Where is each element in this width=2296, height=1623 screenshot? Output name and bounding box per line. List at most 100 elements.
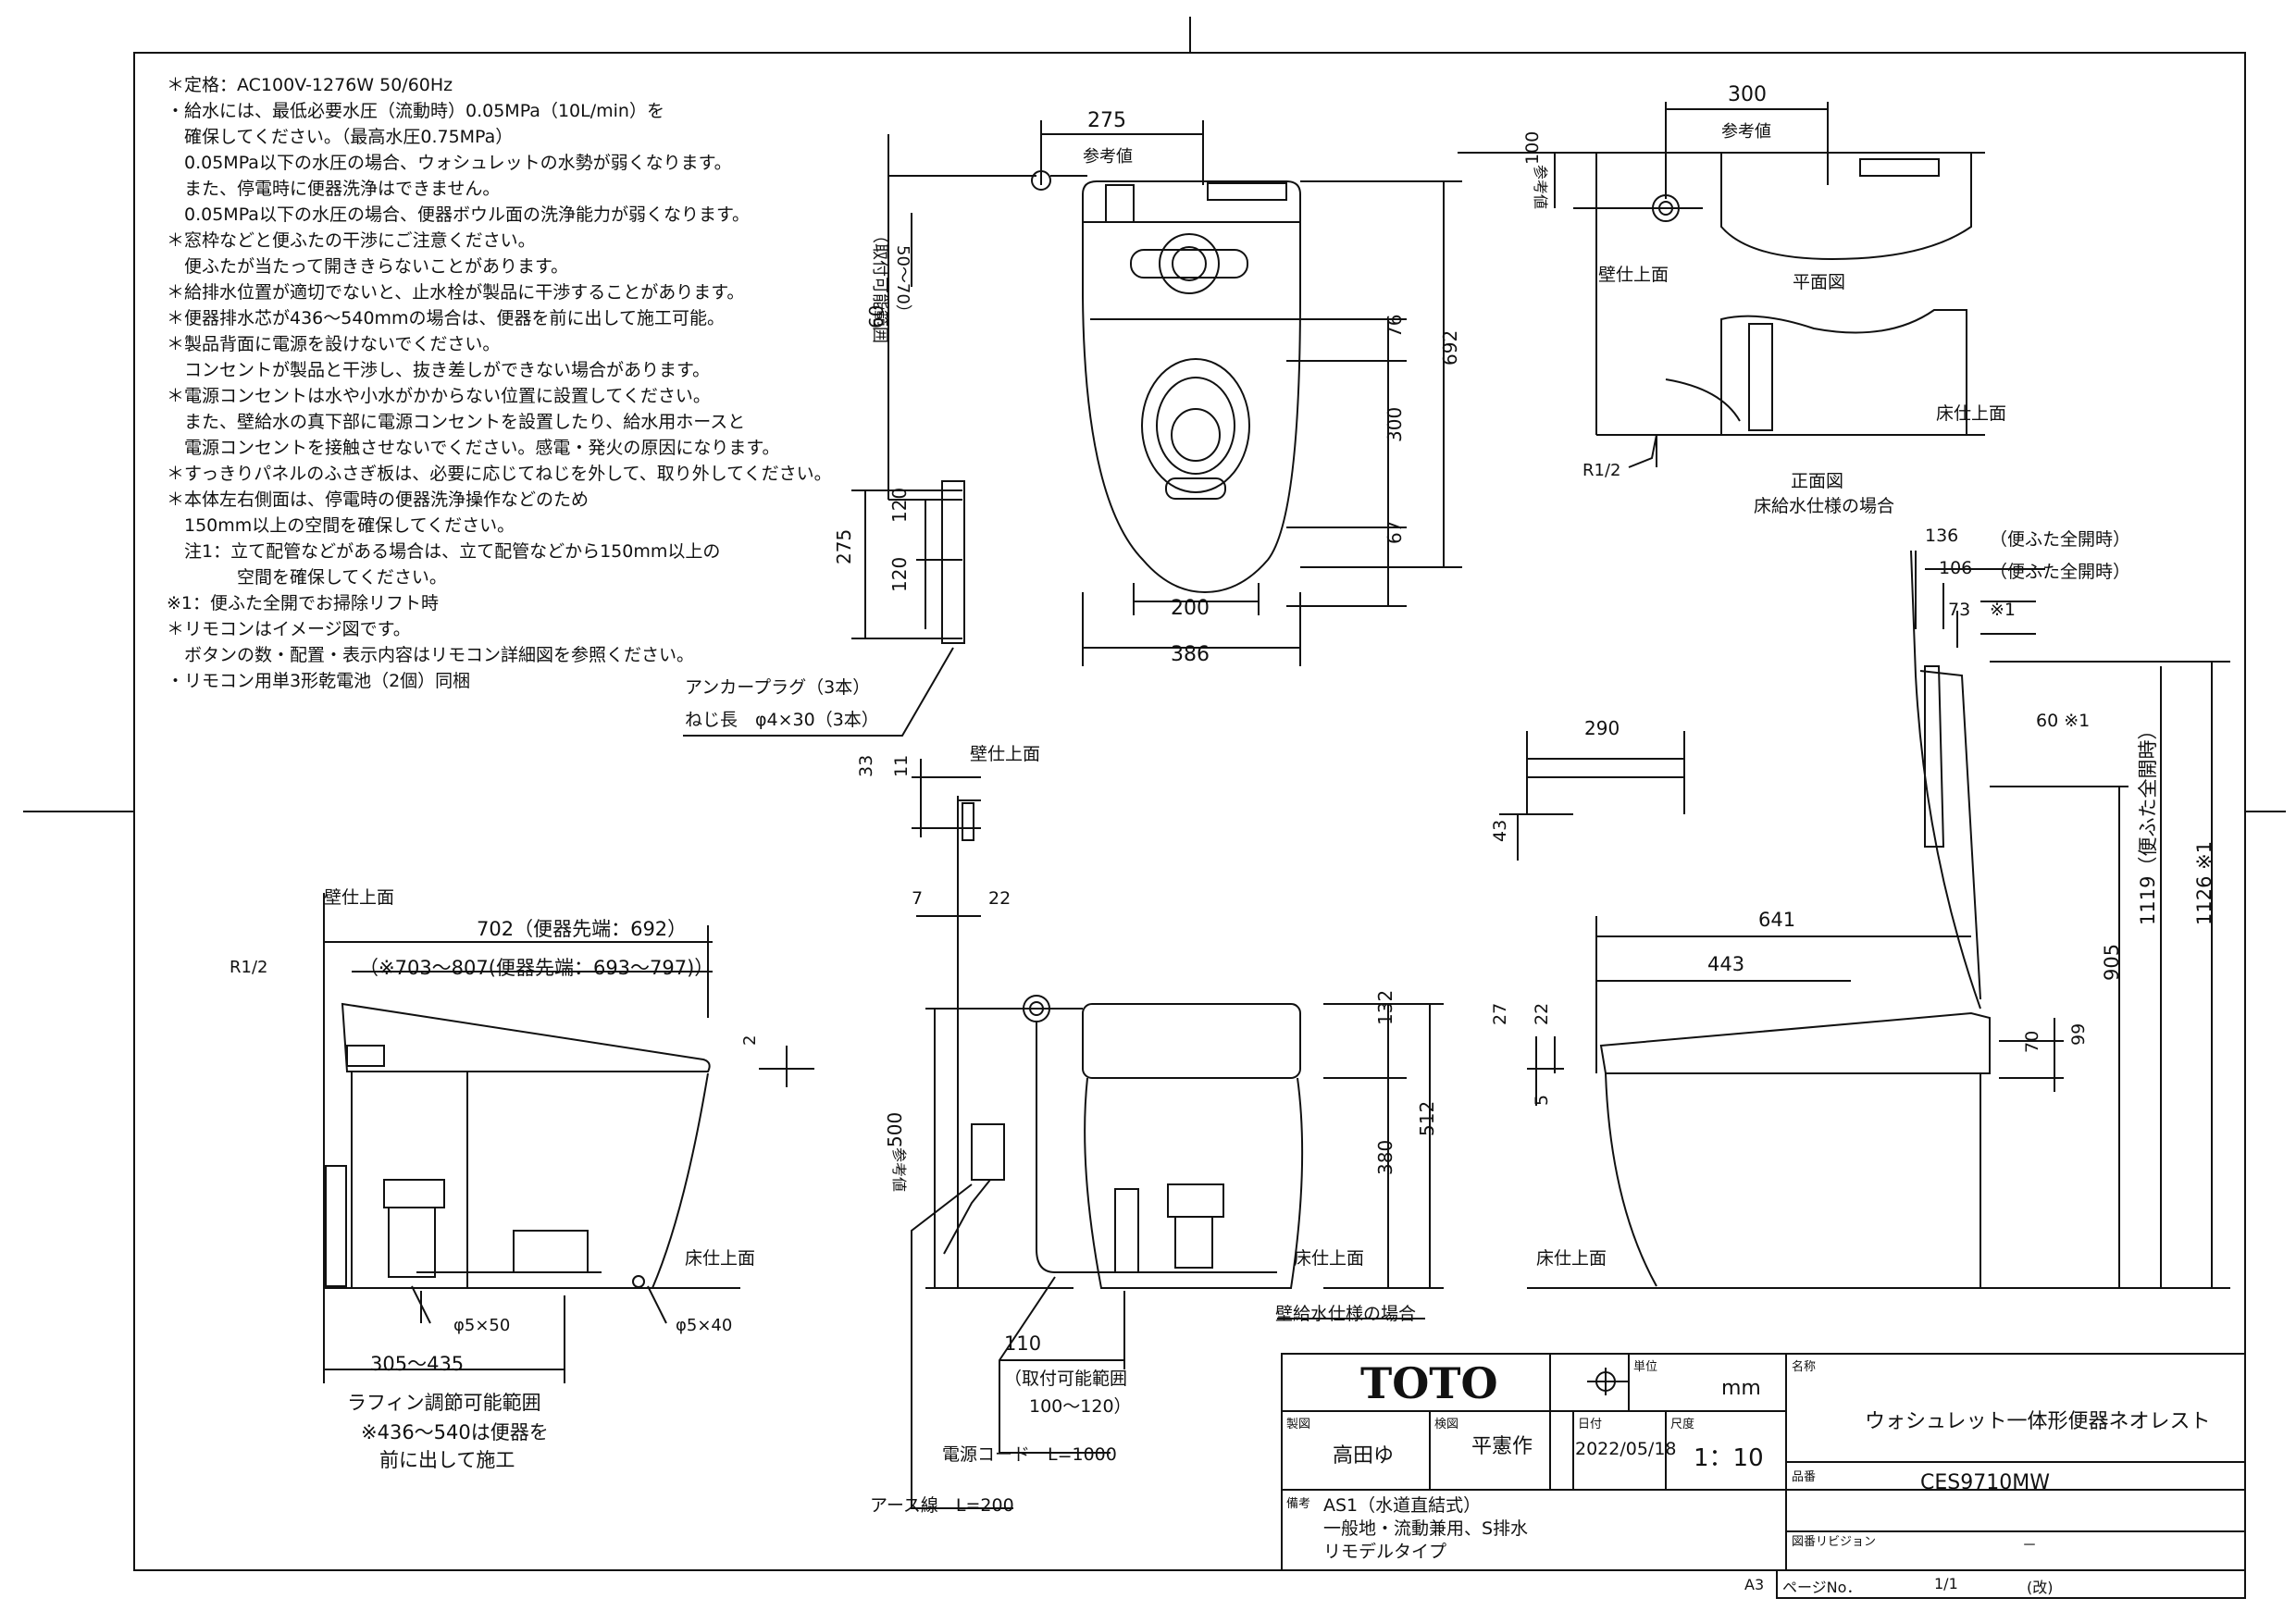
note-line: ＊定格：AC100V-1276W 50/60Hz — [167, 75, 453, 95]
dim-rough-a: ラフィン調節可能範囲 — [347, 1392, 541, 1414]
dim-floor-finish-right: 床仕上面 — [1536, 1248, 1607, 1269]
dim-d120-a: 120 — [888, 487, 911, 523]
tb-version: (改) — [2027, 1579, 2054, 1596]
dim-wall-finish-left: 壁仕上面 — [324, 887, 395, 908]
note-line: 0.05MPa以下の水圧の場合、便器ボウル面の洗浄能力が弱くなります。 — [167, 204, 751, 225]
note-line: また、停電時に便器洗浄はできません。 — [167, 179, 501, 199]
plan-view — [1458, 102, 1985, 468]
dim-d22-right: 22 — [1532, 1002, 1552, 1025]
note-line: 空間を確保してください。 — [167, 567, 447, 588]
dim-rough-b: ※436～540は便器を — [361, 1421, 549, 1443]
dim-d443: 443 — [1707, 953, 1745, 975]
note-line: 便ふたが当たって開ききらないことがあります。 — [167, 256, 569, 277]
dim-power-cord: 電源コード L=1000 — [942, 1444, 1117, 1465]
dim-floor-finish-front: 床仕上面 — [1936, 403, 2007, 424]
dim-d300-top: 300 — [1728, 83, 1767, 106]
dim-d99: 99 — [2068, 1022, 2089, 1046]
tb-date-label: 日付 — [1578, 1418, 1603, 1431]
note-line: ＊給排水位置が適切でないと、止水栓が製品に干渉することがあります。 — [167, 282, 745, 303]
tb-date: 2022/05/18 — [1575, 1439, 1677, 1459]
tb-revision-label: 図番リビジョン — [1792, 1535, 1877, 1549]
note-line: 電源コンセントを接触させないでください。感電・発火の原因になります。 — [167, 438, 780, 458]
dim-phi5x40: φ5×40 — [676, 1316, 733, 1335]
dim-d380: 380 — [1374, 1139, 1396, 1175]
dim-wall-supply: 壁給水仕様の場合 — [1275, 1304, 1417, 1324]
dim-d692: 692 — [1439, 329, 1461, 365]
tb-drafter: 高田ゆ — [1333, 1444, 1395, 1468]
dim-d305: 305～435 — [370, 1353, 465, 1375]
dim-ref-value: 参考値 — [1083, 147, 1133, 167]
tb-scale: 1：10 — [1694, 1444, 1764, 1472]
dim-plan-view: 平面図 — [1793, 272, 1846, 292]
dim-d641: 641 — [1758, 909, 1796, 931]
tb-remark-1: AS1（水道直結式） — [1323, 1495, 1482, 1516]
dim-d703: （※703～807(便器先端：693～797)） — [359, 957, 714, 979]
top-view — [683, 120, 1462, 737]
lift-side-view — [1499, 550, 2230, 1289]
tb-scale-label: 尺度 — [1670, 1418, 1695, 1431]
dim-mark1-a: ※1 — [1990, 600, 2017, 620]
dim-d1119: 1119（便ふた全開時） — [2137, 720, 2159, 925]
dim-lid-open-a: （便ふた全開時） — [1990, 529, 2131, 550]
tb-remark-3: リモデルタイプ — [1323, 1542, 1447, 1562]
tb-unit-label: 単位 — [1633, 1360, 1658, 1374]
note-line: ＊窓枠などと便ふたの干渉にご注意ください。 — [167, 230, 536, 251]
dim-d132: 132 — [1374, 989, 1396, 1025]
dim-floor-finish-mid: 床仕上面 — [1294, 1248, 1365, 1269]
tb-checker: 平憲作 — [1471, 1435, 1533, 1458]
note-line: ＊本体左右側面は、停電時の便器洗浄操作などのため — [167, 489, 590, 510]
dim-d2: 2 — [740, 1035, 760, 1046]
tb-remark-label: 備考 — [1286, 1497, 1311, 1511]
note-line: 注1：立て配管などがある場合は、立て配管などから150mm以上の — [167, 541, 721, 562]
dim-ref-value4: 参考値 — [890, 1147, 908, 1193]
dim-d275-top: 275 — [1087, 109, 1126, 132]
notes-block: ＊定格：AC100V-1276W 50/60Hz ・給水には、最低必要水圧（流動時… — [167, 72, 832, 694]
dim-d67: 67 — [1384, 520, 1406, 544]
dim-lid-open-b: （便ふた全開時） — [1990, 562, 2131, 582]
note-line: 150mm以上の空間を確保してください。 — [167, 515, 515, 536]
dim-mount-range2-a: （取付可能範囲 — [1004, 1369, 1128, 1389]
note-line: また、壁給水の真下部に電源コンセントを設置したり、給水用ホースと — [167, 412, 746, 432]
dim-d7: 7 — [912, 888, 924, 909]
note-line: ・給水には、最低必要水圧（流動時）0.05MPa（10L/min）を — [167, 101, 664, 121]
dim-d300-v: 300 — [1384, 406, 1406, 442]
tb-remark-2: 一般地・流動兼用、S排水 — [1323, 1518, 1529, 1539]
dim-ref-value3: 参考値 — [1532, 165, 1549, 210]
dim-ref-value2: 参考値 — [1721, 122, 1771, 142]
dim-mount-range2-b: 100～120） — [1029, 1396, 1132, 1417]
dim-d70: 70 — [2022, 1030, 2042, 1053]
dim-d1126: 1126 ※1 — [2193, 840, 2215, 925]
dim-floor-finish-left: 床仕上面 — [685, 1248, 756, 1269]
dim-anchor-a: アンカープラグ（3本） — [685, 677, 871, 698]
note-line: ＊便器排水芯が436～540mmの場合は、便器を前に出して施工可能。 — [167, 308, 725, 328]
note-line: ＊リモコンはイメージ図です。 — [167, 619, 411, 639]
dim-d290: 290 — [1584, 717, 1620, 739]
dim-d43: 43 — [1490, 819, 1510, 842]
tb-logo: TOTO — [1360, 1358, 1498, 1408]
title-block — [1281, 1353, 2246, 1599]
tb-drafter-label: 製図 — [1286, 1418, 1311, 1431]
dim-d22-mid: 22 — [988, 888, 1011, 909]
dim-wall-finish-plan: 壁仕上面 — [1598, 265, 1669, 285]
dim-floor-supply: 床給水仕様の場合 — [1754, 496, 1895, 516]
dim-d702: 702（便器先端：692） — [477, 918, 688, 940]
dim-d27: 27 — [1490, 1002, 1510, 1025]
dim-d106: 106 — [1939, 558, 1973, 578]
dim-wall-finish-mid: 壁仕上面 — [970, 744, 1041, 764]
front-view — [911, 759, 1444, 1509]
dim-d60: 60 — [865, 304, 887, 328]
dim-d120-b: 120 — [888, 556, 911, 592]
dim-d100: 100 — [1522, 130, 1543, 165]
dim-d60-mark: 60 ※1 — [2036, 711, 2091, 731]
tb-revision: － — [2022, 1536, 2038, 1554]
note-line: ＊電源コンセントは水や小水がかからない位置に設置してください。 — [167, 386, 711, 406]
dim-d386: 386 — [1171, 643, 1210, 666]
tb-unit: mm — [1721, 1377, 1761, 1400]
dim-d905: 905 — [2101, 943, 2123, 981]
dim-earth-wire: アース線 L=200 — [870, 1495, 1014, 1516]
dim-phi5x50: φ5×50 — [453, 1316, 511, 1335]
note-line: 0.05MPa以下の水圧の場合、ウォシュレットの水勢が弱くなります。 — [167, 153, 732, 173]
note-line: ※1：便ふた全開でお掃除リフト時 — [167, 593, 440, 613]
tb-paper: A3 — [1744, 1576, 1765, 1593]
